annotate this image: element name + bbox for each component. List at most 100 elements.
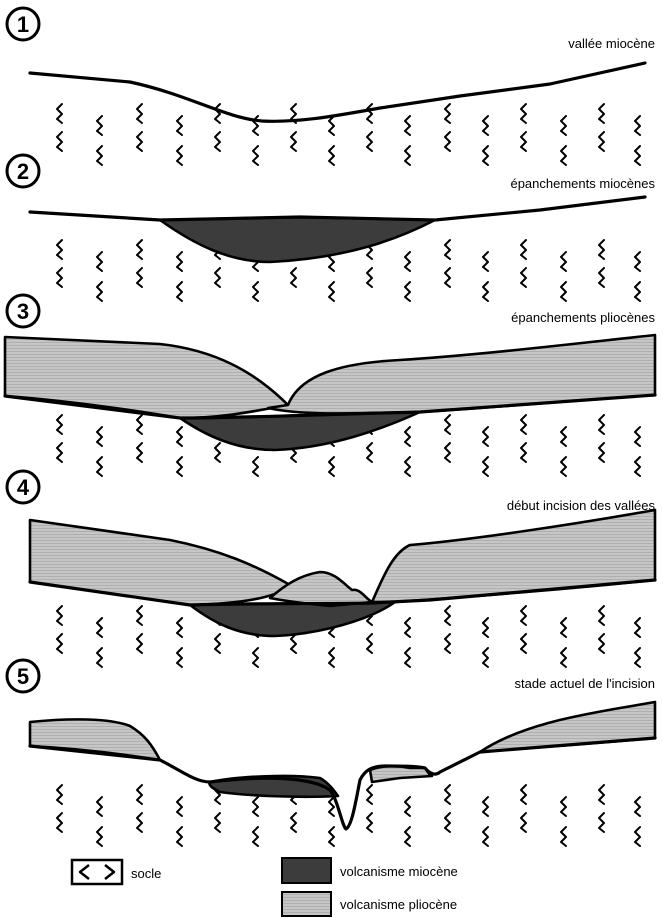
socle-squiggle-mark bbox=[599, 104, 604, 123]
stage-4-pliocene-center-remnant bbox=[270, 572, 372, 606]
socle-squiggle-mark bbox=[253, 457, 258, 476]
socle-squiggle-mark bbox=[215, 813, 220, 832]
socle-squiggle-mark bbox=[561, 618, 566, 637]
stage-4-miocene-lava bbox=[190, 602, 395, 636]
socle-squiggle-mark bbox=[521, 104, 526, 123]
socle-squiggle-mark bbox=[521, 132, 526, 151]
socle-squiggle-mark bbox=[253, 648, 258, 667]
socle-squiggle-mark bbox=[253, 827, 258, 846]
socle-squiggle-mark bbox=[57, 606, 62, 625]
socle-squiggle-mark bbox=[97, 146, 102, 165]
socle-squiggle-mark bbox=[483, 146, 488, 165]
socle-squiggle-mark bbox=[253, 146, 258, 165]
socle-squiggle-mark bbox=[253, 282, 258, 301]
socle-squiggle-mark bbox=[57, 240, 62, 259]
socle-squiggle-mark bbox=[635, 827, 640, 846]
socle-squiggle-mark bbox=[215, 634, 220, 653]
socle-squiggle-mark bbox=[177, 827, 182, 846]
stage-1-number: 1 bbox=[17, 12, 29, 37]
socle-squiggle-mark bbox=[291, 132, 296, 151]
socle-squiggle-mark bbox=[483, 252, 488, 271]
socle-squiggle-mark bbox=[405, 116, 410, 135]
socle-squiggle-mark bbox=[405, 282, 410, 301]
socle-squiggle-mark bbox=[561, 427, 566, 446]
socle-squiggle-mark bbox=[521, 268, 526, 287]
socle-squiggle-mark bbox=[137, 606, 142, 625]
stage-4-pliocene-left-flow bbox=[30, 520, 290, 605]
socle-squiggle-mark bbox=[329, 648, 334, 667]
socle-squiggle-mark bbox=[635, 648, 640, 667]
stage-4-number: 4 bbox=[17, 475, 30, 500]
stage-2-number-badge: 2 bbox=[7, 155, 39, 187]
socle-squiggle-mark bbox=[561, 827, 566, 846]
stage-1-number-badge: 1 bbox=[7, 8, 39, 40]
legend-item-socle: socle bbox=[72, 860, 161, 884]
socle-squiggle-mark bbox=[405, 827, 410, 846]
socle-squiggle-mark bbox=[483, 618, 488, 637]
socle-squiggle-mark bbox=[137, 104, 142, 123]
socle-squiggle-mark bbox=[177, 146, 182, 165]
socle-squiggle-mark bbox=[367, 132, 372, 151]
socle-squiggle-mark bbox=[329, 827, 334, 846]
socle-squiggle-mark bbox=[483, 427, 488, 446]
socle-squiggle-mark bbox=[561, 648, 566, 667]
socle-squiggle-mark bbox=[521, 813, 526, 832]
socle-squiggle-mark bbox=[291, 813, 296, 832]
socle-squiggle-mark bbox=[561, 116, 566, 135]
socle-squiggle-mark bbox=[57, 634, 62, 653]
socle-squiggle-mark bbox=[177, 252, 182, 271]
socle-squiggle-mark bbox=[329, 116, 334, 135]
socle-squiggle-mark bbox=[405, 457, 410, 476]
stage-3: 3 épanchements pliocènes bbox=[5, 295, 655, 476]
stage-5-number-badge: 5 bbox=[7, 660, 39, 692]
socle-squiggle-mark bbox=[635, 252, 640, 271]
socle-squiggle-mark bbox=[367, 813, 372, 832]
socle-squiggle-mark bbox=[177, 618, 182, 637]
socle-squiggle-mark bbox=[635, 797, 640, 816]
stage-2: 2 épanchements miocènes bbox=[7, 155, 655, 301]
socle-squiggle-mark bbox=[367, 104, 372, 123]
stage-1-ground-line bbox=[30, 63, 645, 121]
socle-squiggle-mark bbox=[291, 634, 296, 653]
socle-squiggle-mark bbox=[405, 797, 410, 816]
stage-4-title: début incision des vallées bbox=[507, 498, 656, 513]
socle-squiggle-mark bbox=[635, 282, 640, 301]
socle-squiggle-mark bbox=[137, 634, 142, 653]
socle-squiggle-mark bbox=[215, 104, 220, 123]
socle-squiggle-mark bbox=[57, 813, 62, 832]
socle-squiggle-mark bbox=[483, 282, 488, 301]
legend-pliocene-label: volcanisme pliocène bbox=[340, 897, 457, 912]
socle-squiggle-mark bbox=[635, 116, 640, 135]
socle-squiggle-mark bbox=[97, 797, 102, 816]
socle-squiggle-mark bbox=[177, 427, 182, 446]
socle-squiggle-mark bbox=[57, 415, 62, 434]
stage-3-title: épanchements pliocènes bbox=[511, 310, 655, 325]
socle-squiggle-mark bbox=[599, 785, 604, 804]
socle-squiggle-mark bbox=[137, 268, 142, 287]
socle-squiggle-mark bbox=[137, 132, 142, 151]
socle-squiggle-mark bbox=[367, 268, 372, 287]
socle-squiggle-mark bbox=[599, 443, 604, 462]
stage-5-number: 5 bbox=[17, 664, 29, 689]
socle-squiggle-mark bbox=[599, 268, 604, 287]
socle-squiggle-mark bbox=[329, 457, 334, 476]
socle-squiggle-mark bbox=[561, 797, 566, 816]
socle-squiggle-mark bbox=[483, 116, 488, 135]
legend-item-miocene: volcanisme miocène bbox=[282, 858, 458, 883]
socle-squiggle-mark bbox=[177, 797, 182, 816]
socle-squiggle-mark bbox=[137, 415, 142, 434]
socle-squiggle-mark bbox=[599, 240, 604, 259]
socle-squiggle-mark bbox=[97, 827, 102, 846]
socle-squiggle-mark bbox=[215, 443, 220, 462]
socle-squiggle-mark bbox=[405, 618, 410, 637]
socle-squiggle-mark bbox=[177, 648, 182, 667]
socle-squiggle-mark bbox=[483, 797, 488, 816]
socle-squiggle-mark bbox=[177, 116, 182, 135]
socle-squiggle-mark bbox=[367, 634, 372, 653]
pliocene-swatch bbox=[282, 892, 331, 916]
socle-squiggle-mark bbox=[329, 797, 334, 816]
socle-squiggle-mark bbox=[137, 785, 142, 804]
legend-socle-label: socle bbox=[131, 866, 161, 881]
socle-squiggle-mark bbox=[561, 457, 566, 476]
